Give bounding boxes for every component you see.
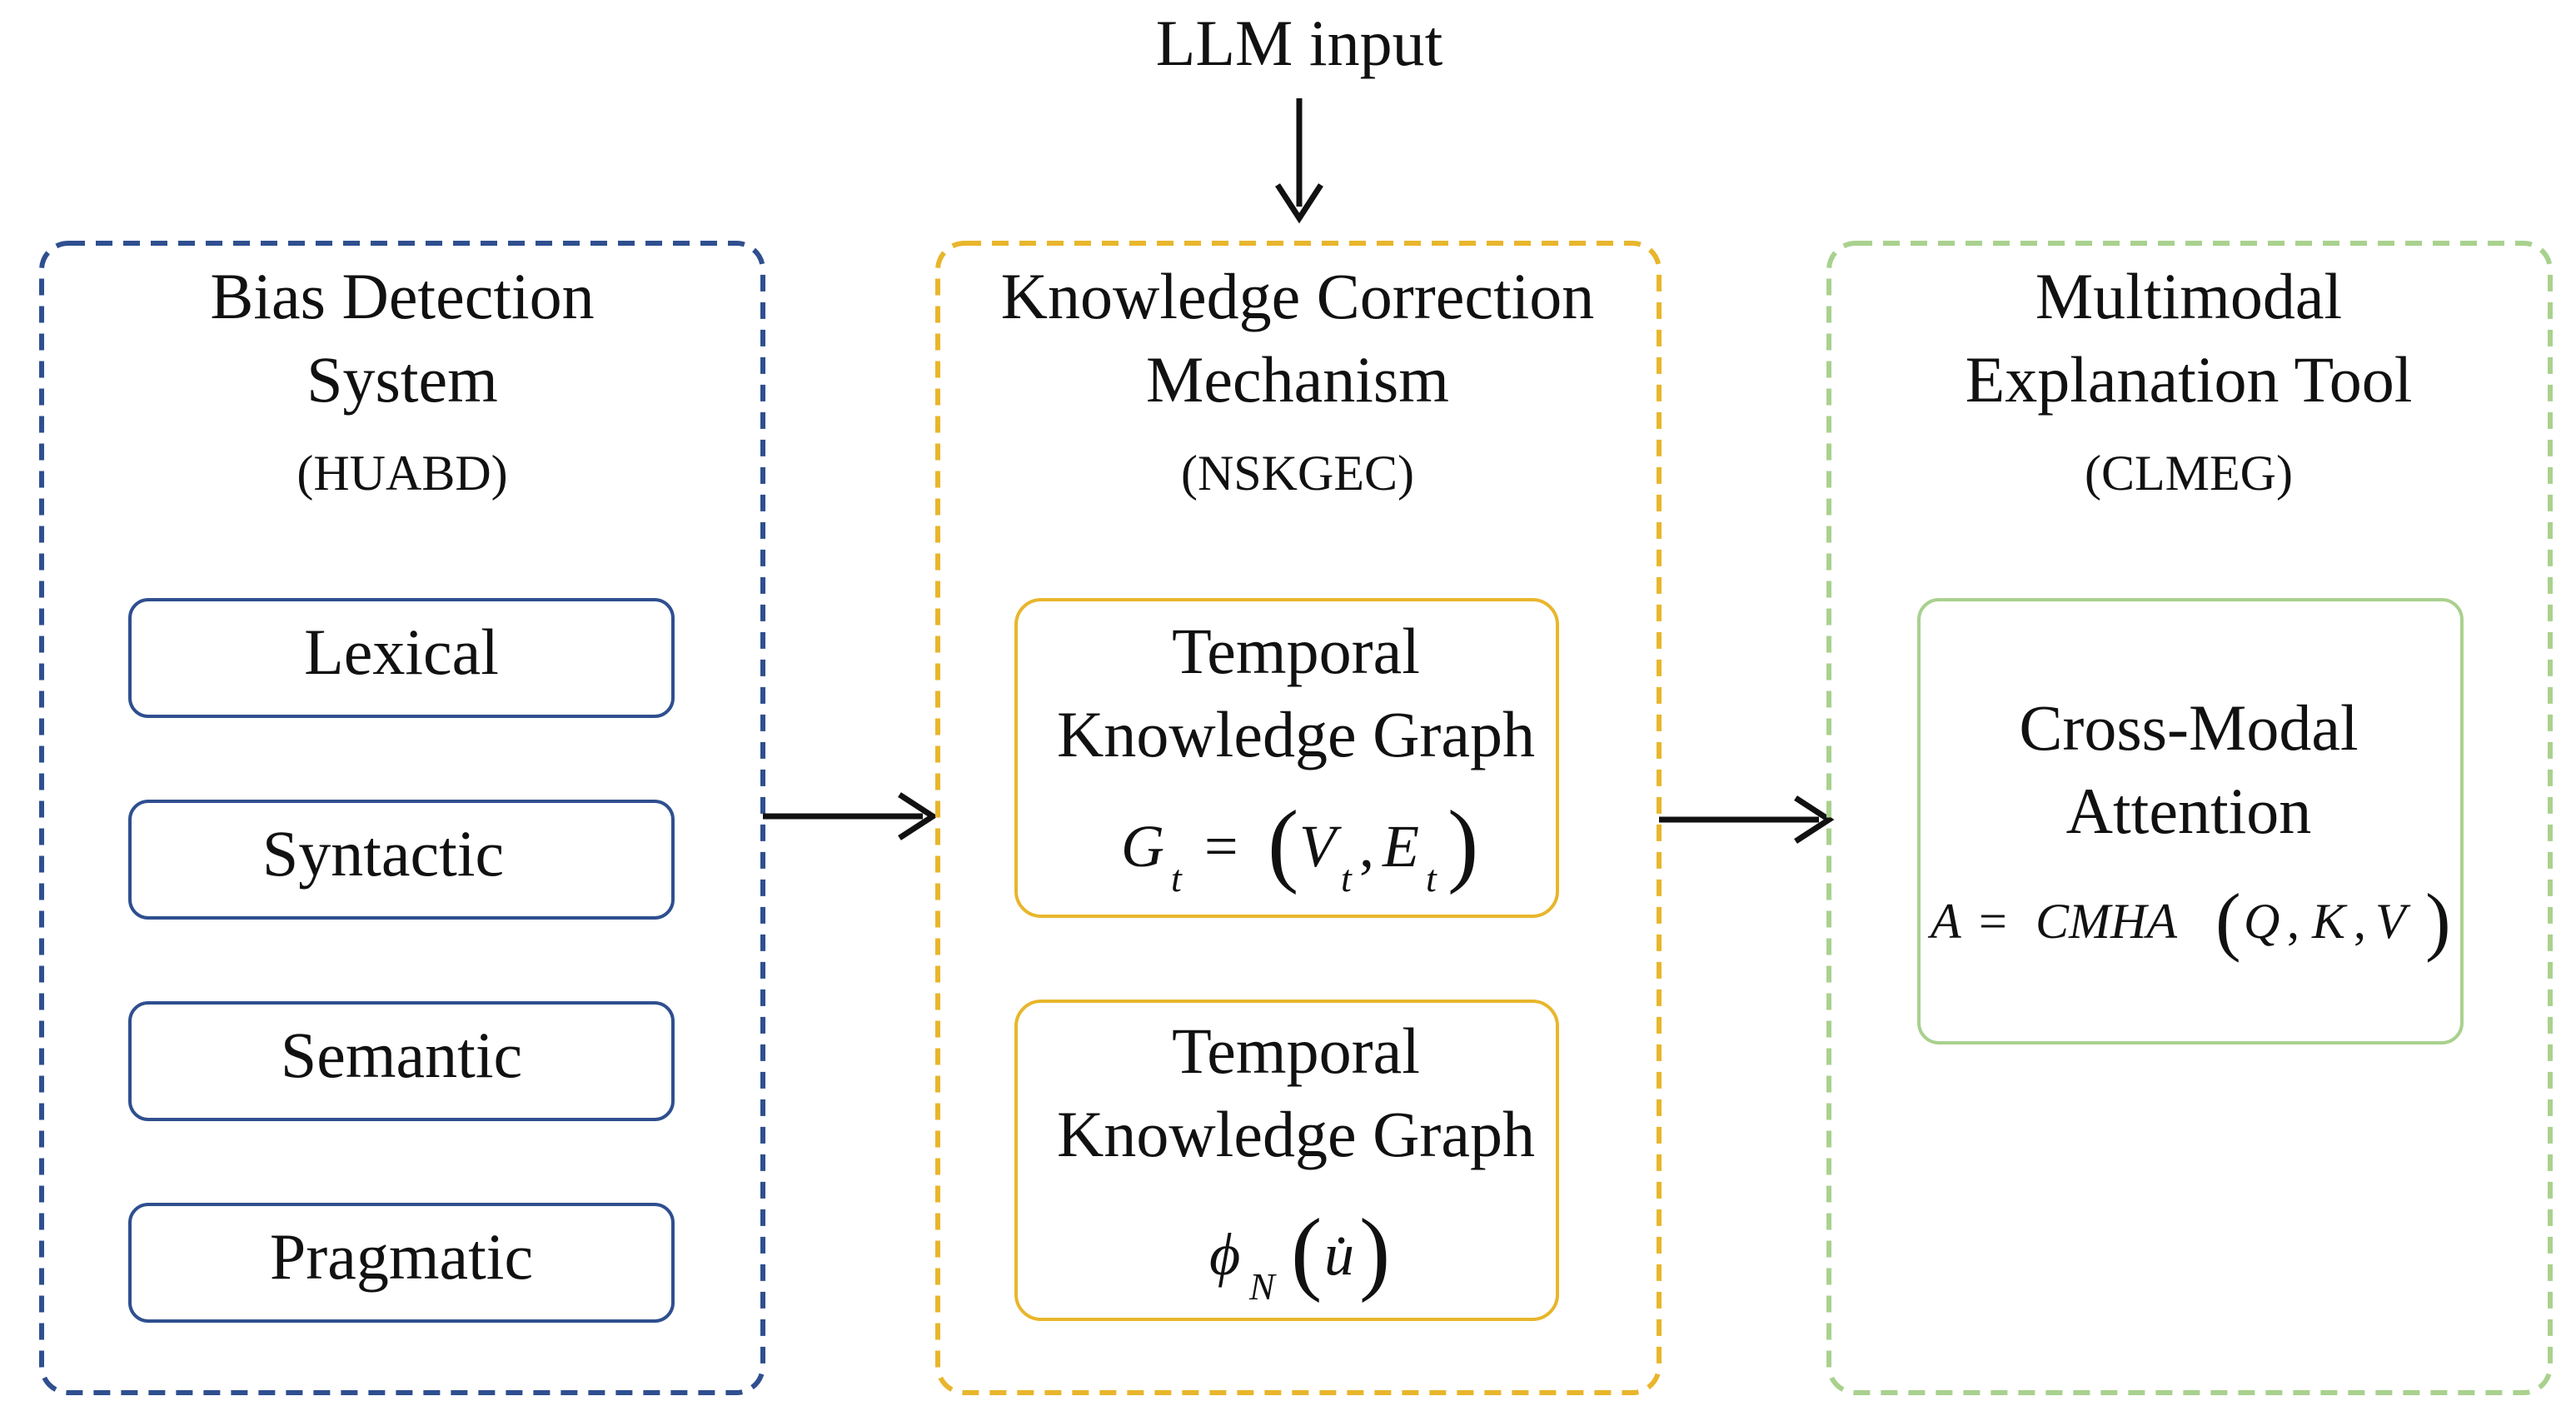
- multimodal-panel-abbr: (CLMEG): [2085, 446, 2293, 501]
- temporal-kg-box-2-line2: Knowledge Graph: [1057, 1098, 1535, 1170]
- svg-text:(: (: [2215, 878, 2241, 963]
- bias-item-semantic: Semantic: [128, 1001, 675, 1121]
- bias-item-pragmatic: Pragmatic: [128, 1203, 675, 1323]
- svg-text:): ): [1359, 1200, 1390, 1304]
- knowledge-panel-title-line2: Mechanism: [1146, 343, 1449, 416]
- svg-text:=: =: [1979, 894, 2007, 949]
- bias-item-semantic-label: Semantic: [281, 1019, 522, 1091]
- svg-text:(: (: [1268, 792, 1298, 895]
- svg-text:CMHA: CMHA: [2035, 894, 2177, 949]
- svg-text:N: N: [1248, 1265, 1277, 1308]
- cross-modal-attention-line2: Attention: [2066, 775, 2312, 847]
- temporal-kg-box-1-line1: Temporal: [1172, 615, 1420, 687]
- svg-text:(: (: [1291, 1200, 1322, 1304]
- bias-item-lexical-label: Lexical: [304, 616, 499, 688]
- svg-text:Q: Q: [2244, 894, 2280, 949]
- graph-formula: G t = ( V t , E t ): [1121, 792, 1478, 900]
- bias-item-syntactic: Syntactic: [128, 800, 675, 920]
- svg-text:=: =: [1204, 813, 1238, 880]
- llm-input-arrow: [1275, 98, 1323, 224]
- attention-formula: A = CMHA ( Q , K , V ): [1927, 878, 2451, 963]
- svg-text:,: ,: [1359, 813, 1374, 880]
- svg-text:V: V: [1299, 813, 1342, 880]
- bias-item-syntactic-label: Syntactic: [262, 817, 504, 890]
- bias-detection-panel: Bias Detection System (HUABD) Lexical Sy…: [39, 241, 765, 1395]
- temporal-kg-box-2: Temporal Knowledge Graph ϕ N ( u̇ ): [1014, 1000, 1559, 1321]
- bias-item-pragmatic-label: Pragmatic: [270, 1220, 533, 1293]
- svg-text:V: V: [2375, 894, 2411, 949]
- knowledge-panel-title-line1: Knowledge Correction: [1001, 260, 1595, 332]
- svg-text:,: ,: [2354, 894, 2366, 949]
- cross-modal-attention-line1: Cross-Modal: [2019, 691, 2358, 764]
- knowledge-panel-border: [935, 241, 1662, 1395]
- temporal-kg-box-2-line1: Temporal: [1172, 1015, 1420, 1087]
- svg-text:): ): [2425, 878, 2451, 963]
- knowledge-to-multimodal-arrow: [1659, 795, 1835, 844]
- bias-panel-abbr: (HUABD): [296, 446, 507, 501]
- phi-formula: ϕ N ( u̇ ): [1209, 1200, 1390, 1308]
- temporal-kg-box-1-line2: Knowledge Graph: [1057, 698, 1535, 770]
- svg-text:u̇: u̇: [1324, 1221, 1354, 1288]
- knowledge-panel-abbr: (NSKGEC): [1181, 446, 1414, 501]
- bias-to-knowledge-arrow: [763, 792, 939, 840]
- multimodal-panel-title-line2: Explanation Tool: [1966, 343, 2413, 416]
- cross-modal-attention-box: Cross-Modal Attention A = CMHA ( Q , K ,…: [1917, 598, 2464, 1045]
- bias-panel-title-line2: System: [306, 343, 498, 416]
- svg-text:): ): [1447, 792, 1478, 895]
- svg-text:t: t: [1341, 857, 1353, 900]
- svg-text:A: A: [1927, 894, 1961, 949]
- svg-text:K: K: [2311, 894, 2348, 949]
- svg-text:G: G: [1121, 813, 1164, 880]
- multimodal-explanation-panel: Multimodal Explanation Tool (CLMEG) Cros…: [1826, 241, 2553, 1395]
- multimodal-panel-border: [1826, 241, 2553, 1395]
- svg-text:,: ,: [2287, 894, 2299, 949]
- temporal-kg-box-1: Temporal Knowledge Graph G t = ( V t , E…: [1014, 598, 1559, 918]
- bias-panel-border: [39, 241, 765, 1395]
- bias-panel-title-line1: Bias Detection: [210, 260, 594, 332]
- bias-item-lexical: Lexical: [128, 598, 675, 718]
- svg-text:E: E: [1382, 813, 1419, 880]
- knowledge-correction-panel: Knowledge Correction Mechanism (NSKGEC) …: [935, 241, 1662, 1395]
- multimodal-panel-title-line1: Multimodal: [2035, 260, 2342, 332]
- svg-text:t: t: [1171, 857, 1183, 900]
- svg-text:ϕ: ϕ: [1209, 1221, 1240, 1288]
- svg-text:t: t: [1426, 857, 1437, 900]
- llm-input-label: LLM input: [1156, 7, 1443, 79]
